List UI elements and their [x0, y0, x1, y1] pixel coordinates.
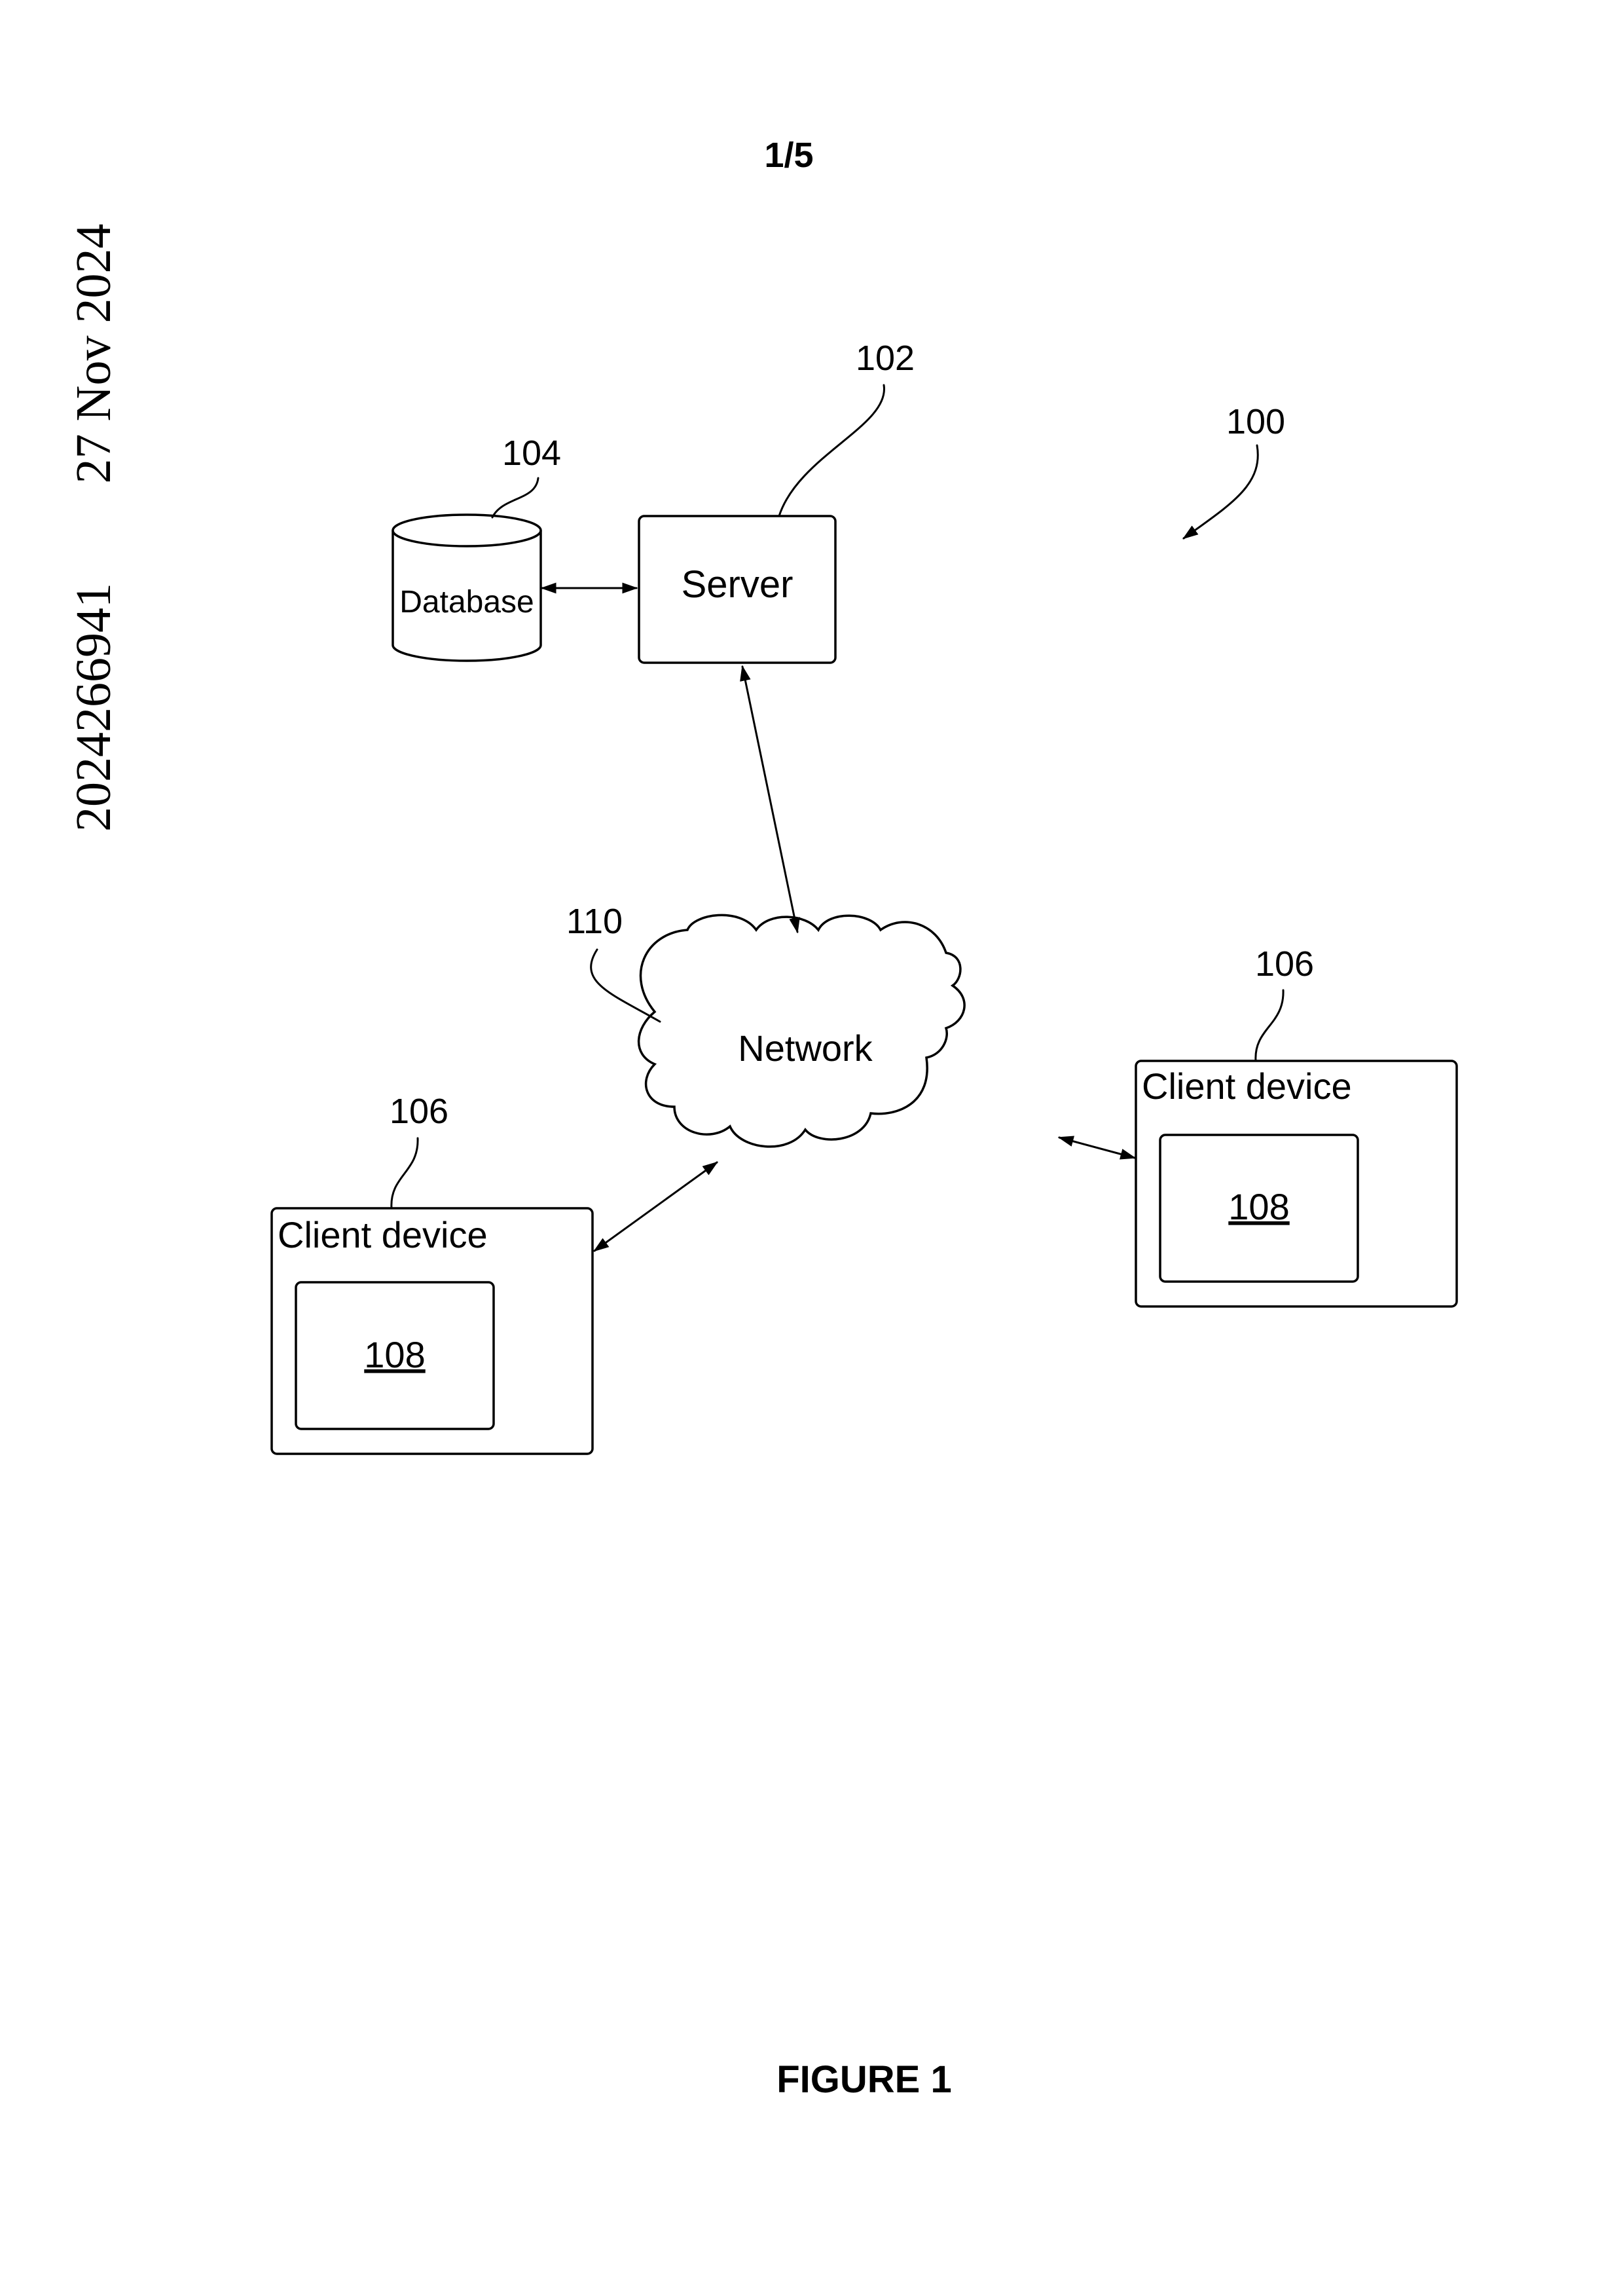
network-label: Network	[738, 1028, 873, 1069]
server-ref-leader	[779, 385, 884, 516]
client-device-left-ref-label: 106	[390, 1092, 448, 1131]
side-date: 27 Nov 2024	[66, 224, 121, 484]
network-client-left-connector	[594, 1162, 717, 1251]
server-ref-label: 102	[856, 339, 915, 378]
client-device-left-ref-leader	[392, 1138, 418, 1208]
database-ref-leader	[492, 478, 538, 517]
client-device-right-ref-label: 106	[1255, 944, 1314, 984]
client-device-right-ref-leader	[1256, 990, 1283, 1061]
sheet-number: 1/5	[764, 136, 813, 175]
database-cylinder-top	[393, 515, 541, 546]
database-ref-label: 104	[502, 434, 561, 473]
client-device-left: Client device 108	[272, 1208, 593, 1454]
side-number: 2024266941	[66, 583, 121, 832]
database-label: Database	[399, 585, 534, 620]
server-label: Server	[682, 563, 793, 606]
client-device-left-inner-ref: 108	[364, 1334, 425, 1375]
network-ref-label: 110	[566, 902, 623, 941]
database-node: Database	[393, 515, 541, 661]
figure-caption: FIGURE 1	[776, 2058, 952, 2101]
server-network-connector	[742, 667, 797, 932]
client-device-right-label: Client device	[1142, 1065, 1352, 1107]
client-device-right: Client device 108	[1136, 1061, 1457, 1306]
system-ref-leader-arrow	[1184, 445, 1258, 538]
system-ref-label: 100	[1226, 402, 1285, 441]
client-device-right-inner-ref: 108	[1228, 1186, 1289, 1227]
network-client-right-connector	[1059, 1138, 1135, 1158]
client-device-left-label: Client device	[278, 1214, 488, 1255]
